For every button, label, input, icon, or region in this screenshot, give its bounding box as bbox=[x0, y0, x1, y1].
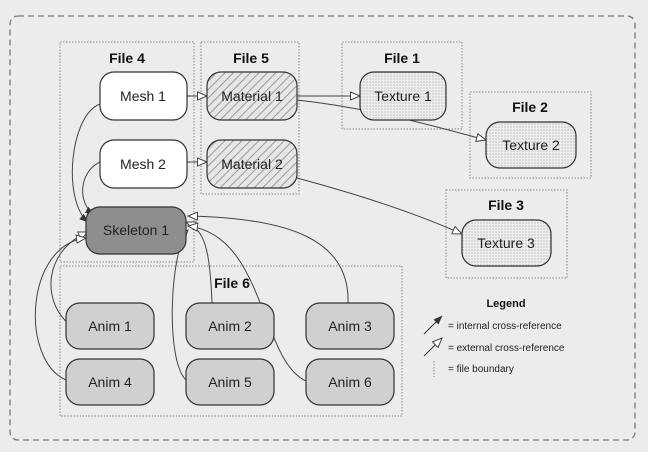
file4-boundary bbox=[59, 41, 195, 263]
legend-external-label: = external cross-reference bbox=[448, 343, 565, 354]
anim4-node[interactable] bbox=[65, 358, 155, 406]
mesh2-node[interactable] bbox=[99, 139, 188, 189]
material2-node[interactable] bbox=[206, 139, 298, 189]
file3-title: File 3 bbox=[488, 197, 524, 213]
mesh1-label: Mesh 1 bbox=[120, 88, 166, 104]
anim1-label: Anim 1 bbox=[88, 318, 132, 334]
anim2-node[interactable] bbox=[185, 302, 275, 350]
legend: Legend = internal cross-reference = exte… bbox=[423, 298, 565, 377]
texture3-label: Texture 3 bbox=[477, 235, 535, 251]
texture2-node[interactable] bbox=[485, 121, 577, 169]
mesh1-node[interactable] bbox=[99, 71, 188, 121]
edge-anim4-skeleton bbox=[34, 238, 86, 381]
file1-title: File 1 bbox=[384, 50, 420, 66]
mesh2-label: Mesh 2 bbox=[120, 156, 166, 172]
texture1-label: Texture 1 bbox=[374, 88, 432, 104]
edge-anim6-skeleton bbox=[188, 226, 307, 382]
material1-node[interactable] bbox=[206, 71, 298, 121]
edge-material2-texture3 bbox=[296, 177, 462, 234]
anim5-node[interactable] bbox=[185, 358, 275, 406]
legend-internal-arrow-icon bbox=[423, 315, 443, 335]
legend-external-arrow-icon bbox=[423, 338, 442, 357]
material1-label: Material 1 bbox=[221, 88, 283, 104]
file1-boundary bbox=[341, 41, 463, 130]
anim1-node[interactable] bbox=[65, 302, 155, 350]
anim6-node[interactable] bbox=[305, 358, 395, 406]
anim2-label: Anim 2 bbox=[208, 318, 252, 334]
anim3-node[interactable] bbox=[305, 302, 395, 350]
file2-boundary bbox=[469, 91, 592, 179]
file5-boundary bbox=[200, 41, 300, 195]
texture3-node[interactable] bbox=[461, 219, 552, 267]
legend-title: Legend bbox=[486, 298, 525, 310]
legend-internal-label: = internal cross-reference bbox=[448, 321, 562, 332]
anim5-label: Anim 5 bbox=[208, 374, 252, 390]
anim3-label: Anim 3 bbox=[328, 318, 372, 334]
edge-anim3-skeleton bbox=[188, 216, 349, 304]
material2-label: Material 2 bbox=[221, 156, 283, 172]
anim6-label: Anim 6 bbox=[328, 374, 372, 390]
file4-title: File 4 bbox=[109, 50, 145, 66]
file6-title: File 6 bbox=[214, 275, 250, 291]
edge-mesh1-skeleton bbox=[71, 103, 101, 223]
skeleton1-label: Skeleton 1 bbox=[103, 222, 169, 238]
skeleton1-node[interactable] bbox=[85, 206, 187, 255]
texture1-node[interactable] bbox=[359, 71, 447, 121]
edge-anim1-skeleton bbox=[50, 232, 88, 326]
anim4-label: Anim 4 bbox=[88, 374, 132, 390]
legend-boundary-label: = file boundary bbox=[448, 364, 514, 375]
file5-title: File 5 bbox=[233, 50, 269, 66]
file3-boundary bbox=[445, 189, 568, 279]
texture2-label: Texture 2 bbox=[502, 137, 560, 153]
file2-title: File 2 bbox=[512, 99, 548, 115]
edge-mesh2-skeleton bbox=[82, 161, 101, 215]
file6-boundary bbox=[59, 265, 403, 417]
outer-boundary bbox=[9, 15, 636, 441]
